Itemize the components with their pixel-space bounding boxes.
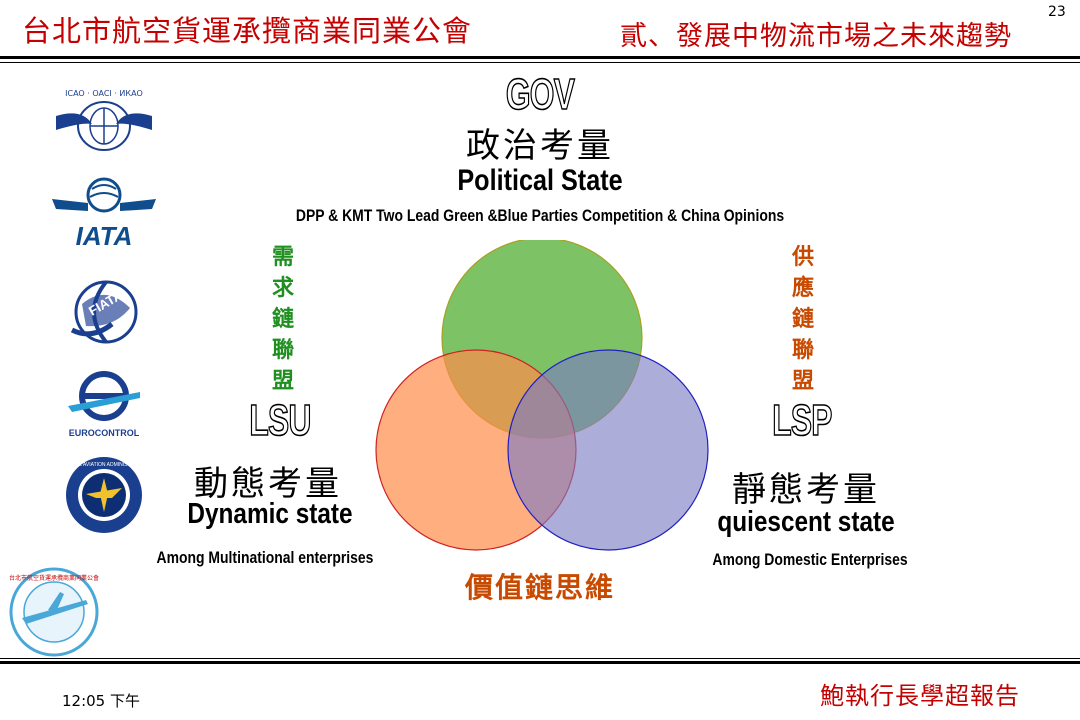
gov-heading: GOV [505,69,575,120]
fiata-logo: FIATA [52,270,156,354]
svg-text:EUROCONTROL: EUROCONTROL [69,428,140,438]
footer-rule-thin [0,658,1080,659]
svg-text:FEDERAL AVIATION ADMINISTRATIO: FEDERAL AVIATION ADMINISTRATION [59,462,149,468]
gov-description: DPP & KMT Two Lead Green &Blue Parties C… [295,206,785,225]
demand-chain-label: 需求鏈聯盟 [271,244,294,394]
supply-chain-label: 供應鏈聯盟 [791,244,814,394]
lsu-english-title: Dynamic state [187,498,353,530]
svg-text:ICAO · OACI · ИКАО: ICAO · OACI · ИКАО [65,89,143,98]
footer-time: 12:05 下午 [62,692,140,710]
org-title: 台北市航空貨運承攬商業同業公會 [22,14,473,48]
section-title: 貳、發展中物流市場之未來趨勢 [620,21,1012,52]
lsp-chinese-title: 靜態考量 [732,470,880,510]
page-number: 23 [1048,4,1066,20]
lsu-description: Among Multinational enterprises [156,548,374,567]
gov-english-title: Political State [457,164,623,197]
lsp-english-title: quiescent state [717,506,895,538]
association-seal: 台北市航空貨運承攬商業同業公會 [8,566,100,658]
lsu-chinese-title: 動態考量 [194,464,342,504]
header-rule-thin [0,62,1080,63]
gov-chinese-title: 政治考量 [466,126,614,166]
venn-diagram [375,240,709,551]
eurocontrol-logo: EUROCONTROL [52,366,156,446]
lsu-heading: LSU [249,395,312,446]
value-chain-label: 價值鏈思維 [464,571,615,604]
icao-logo: ICAO · OACI · ИКАО [52,86,156,160]
lsp-description: Among Domestic Enterprises [712,550,908,569]
header-rule-thick [0,56,1080,59]
footer-rule-thick [0,661,1080,664]
svg-text:IATA: IATA [76,221,133,251]
svg-text:台北市航空貨運承攬商業同業公會: 台北市航空貨運承攬商業同業公會 [9,574,99,582]
lsp-circle [507,349,709,551]
presenter-label: 鮑執行長學超報告 [820,682,1020,710]
faa-logo: FEDERAL AVIATION ADMINISTRATION [52,454,156,536]
iata-logo: IATA [52,176,156,251]
lsp-heading: LSP [772,395,833,446]
